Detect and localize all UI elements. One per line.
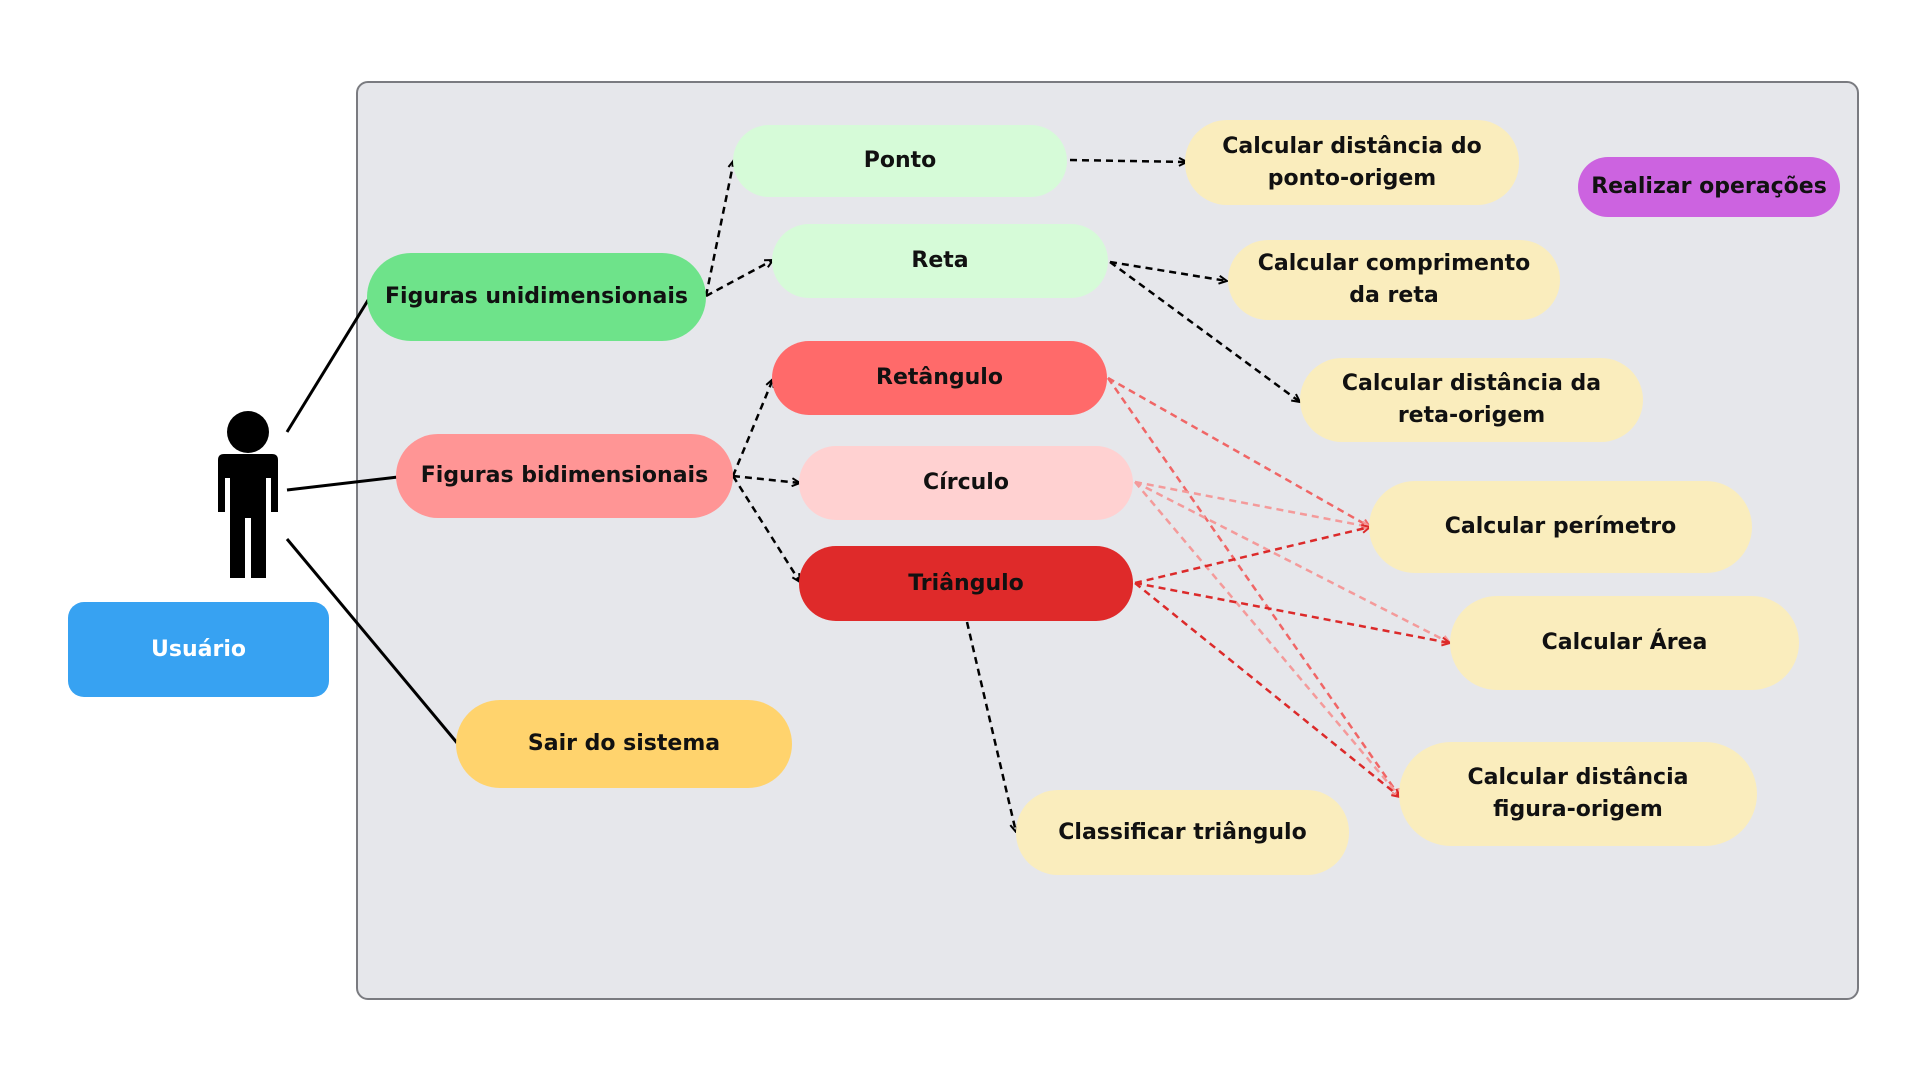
use-case-ponto[interactable]: Ponto [733,125,1067,197]
use-case-calcular-perimetro[interactable]: Calcular perímetro [1369,481,1752,573]
arrow-cir-dist [1134,481,1400,797]
use-case-retangulo[interactable]: Retângulo [772,341,1107,415]
arrow-reta-dist [1109,260,1300,402]
user-actor-icon [218,411,278,578]
association-line-unidimensionais [285,296,372,433]
use-case-circulo[interactable]: Círculo [799,446,1133,520]
use-case-sair-do-sistema[interactable]: Sair do sistema [456,700,792,788]
use-case-triangulo[interactable]: Triângulo [799,546,1133,621]
use-case-calcular-distancia-figura-origem[interactable]: Calcular distância figura-origem [1399,742,1757,846]
arrow-reta-comprimento [1109,260,1227,281]
association-line-bidimensionais [286,475,399,492]
arrow-ret-dist [1106,377,1400,797]
use-case-classificar-triangulo[interactable]: Classificar triângulo [1016,790,1349,875]
use-case-calcular-area[interactable]: Calcular Área [1450,596,1799,690]
arrow-tri-classificar [965,621,1016,832]
association-line-sair [285,538,460,745]
arrow-tri-area [1134,581,1450,643]
arrow-bi-retangulo [731,379,773,477]
use-case-reta[interactable]: Reta [772,224,1108,298]
arrow-tri-dist [1134,582,1400,797]
arrow-bi-circulo [732,474,800,483]
use-case-calcular-distancia-reta-origem[interactable]: Calcular distância da reta-origem [1300,358,1643,442]
arrow-ponto-dist [1069,160,1187,162]
actor-usuario[interactable]: Usuário [68,602,329,697]
arrow-uni-ponto [704,160,734,297]
arrow-tri-perimetro [1134,527,1370,585]
arrow-cir-area [1134,480,1450,645]
use-case-figuras-unidimensionais[interactable]: Figuras unidimensionais [367,253,706,341]
arrow-uni-reta [705,258,773,298]
arrow-bi-triangulo [731,475,800,582]
use-case-calcular-comprimento-reta[interactable]: Calcular comprimento da reta [1228,240,1560,320]
use-case-calcular-distancia-ponto-origem[interactable]: Calcular distância do ponto-origem [1185,120,1519,205]
use-case-figuras-bidimensionais[interactable]: Figuras bidimensionais [396,434,733,518]
arrow-ret-perimetro [1107,376,1370,527]
arrow-cir-perimetro [1134,480,1370,527]
legend-realizar-operacoes: Realizar operações [1578,157,1840,217]
